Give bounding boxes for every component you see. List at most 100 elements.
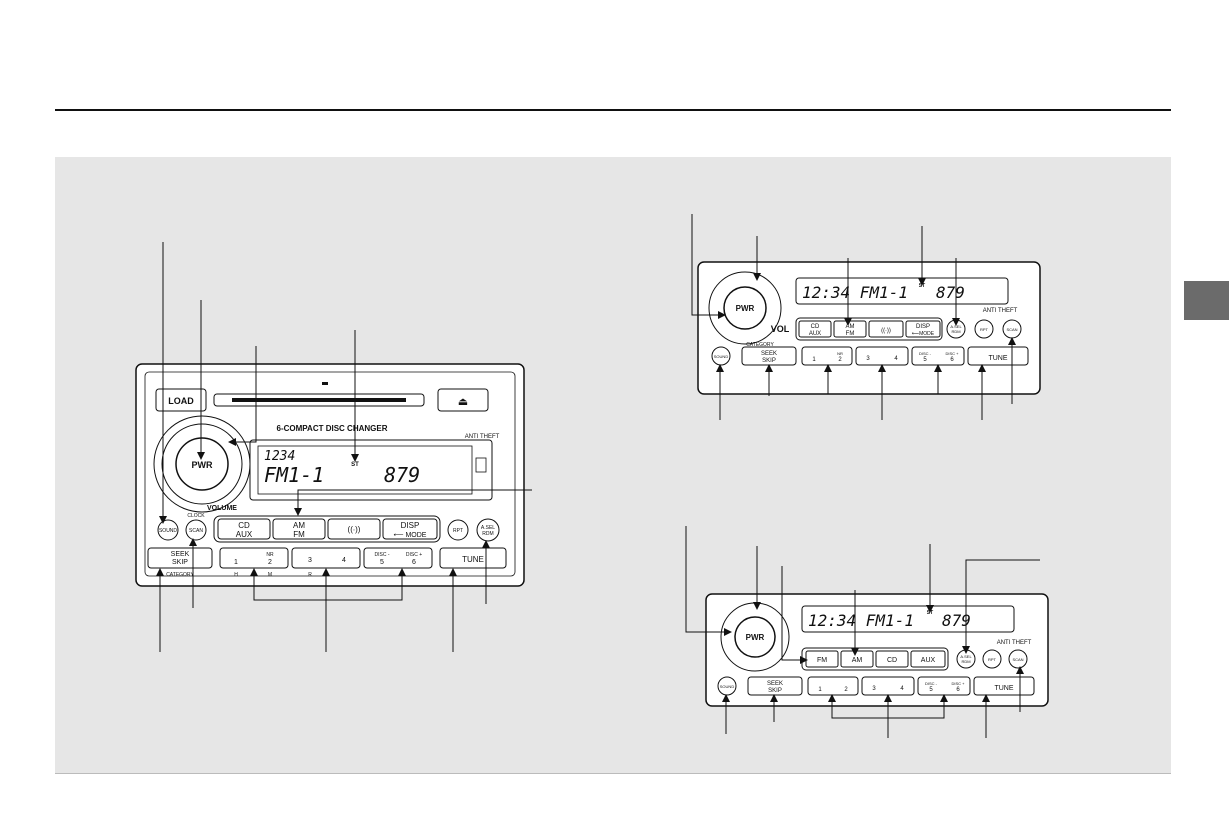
nr-label-a: NR [266,552,274,558]
radio-b-callouts [691,214,1016,420]
pwr-label-c: PWR [746,633,765,642]
st-indicator-c: ST [927,610,933,616]
vol-label-b: VOL [771,324,790,334]
seek-skip-button-a[interactable] [147,547,213,569]
cd-label-c: CD [887,657,897,664]
pwr-button-b[interactable] [723,286,767,330]
disc-slot-opening [232,398,406,402]
xm-button-a[interactable] [327,518,381,540]
load-button[interactable] [155,388,207,412]
preset-4-label-c: 4 [900,686,904,692]
rpt-button-a[interactable] [447,519,469,541]
preset-3-label-a: 3 [308,557,312,564]
slot-indicator [322,382,328,385]
preset-5-6-button-b[interactable] [911,346,965,366]
seek-label-b: SEEK [761,351,777,357]
scan-label-a: SCAN [189,528,203,534]
cd-label-b: CD [811,324,820,330]
preset-1-label-b: 1 [812,357,816,363]
skip-label-a: SKIP [172,559,188,566]
rdm-label-b: RDM [951,329,960,334]
preset-3-label-c: 3 [872,686,876,692]
display-a [257,445,473,495]
disp-mode-button-b[interactable] [905,320,941,338]
preset-3-4-button-c[interactable] [861,676,915,696]
aux-button-c[interactable] [910,650,946,668]
category-label-a: CATEGORY [166,572,194,578]
fm-label-c: FM [817,657,827,664]
rdm-label-c: RDM [961,659,970,664]
sound-label-a: SOUND [159,528,177,534]
preset-5-label-a: 5 [380,559,384,566]
preset-2-label-c: 2 [844,687,848,693]
tune-label-c: TUNE [994,685,1013,692]
asel-label-b: A.SEL [950,324,962,329]
rpt-button-b[interactable] [974,319,994,339]
tune-button-a[interactable] [439,547,507,569]
preset-5-6-button-a[interactable] [363,547,433,569]
tune-button-b[interactable] [967,346,1029,366]
preset-3-4-button-b[interactable] [855,346,909,366]
scan-label-b: SCAN [1006,327,1017,332]
xm-button-b[interactable] [868,320,904,338]
tune-button-c[interactable] [973,676,1035,696]
display-a-clock: 1234 [264,449,295,464]
preset-6-label-a: 6 [412,559,416,566]
pwr-label-a: PWR [192,460,213,470]
disc-icon-a [475,457,487,473]
sound-button-a[interactable] [157,519,179,541]
header-rule [55,109,1171,111]
anti-theft-label-c: ANTI THEFT [997,640,1032,646]
rpt-button-c[interactable] [982,649,1002,669]
xm-icon-b: ((∙)) [881,328,891,334]
radio-a-callouts [156,242,532,652]
cd-aux-button-b[interactable] [798,320,832,338]
cd-button-c[interactable] [875,650,909,668]
display-b [795,277,1009,305]
preset-5-label-c: 5 [929,687,933,693]
am-fm-button-a[interactable] [272,518,326,540]
preset-3-4-button-a[interactable] [291,547,361,569]
tune-label-a: TUNE [462,555,484,564]
am-label-a: AM [293,521,305,530]
category-label-b: CATEGORY [746,342,774,348]
sub-h-label-a: H [234,572,238,578]
rdm-label-a: RDM [482,531,493,537]
preset-2-label-b: 2 [838,357,842,363]
preset-1-2-button-b[interactable] [801,346,853,366]
preset-5-6-button-c[interactable] [917,676,971,696]
scan-label-c: SCAN [1012,657,1023,662]
mode-label-b: ⟵MODE [912,331,935,337]
preset-1-2-button-a[interactable] [219,547,289,569]
asel-label-c: A.SEL [960,654,972,659]
sub-r-label-a: R [308,572,312,578]
pwr-button-c[interactable] [734,616,776,658]
pwr-label-b: PWR [736,304,755,313]
preset-1-label-a: 1 [234,559,238,566]
preset-1-2-button-c[interactable] [807,676,859,696]
seek-label-c: SEEK [767,681,783,687]
disc-plus-label-a: DISC + [406,552,422,558]
panel-bottom-edge [55,773,1171,774]
cd-aux-button-a[interactable] [217,518,271,540]
preset-2-label-a: 2 [268,559,272,566]
seek-label-a: SEEK [171,551,190,558]
anti-theft-label-a: ANTI THEFT [465,434,500,440]
aux-label-b: AUX [809,331,821,337]
eject-button[interactable] [437,388,489,412]
display-b-text: 12:34 FM1-1 [802,283,908,302]
radio-a: LOAD ⏏ 6-COMPACT DISC CHANGER ANTI THEFT… [135,363,525,587]
cd-label-a: CD [238,521,250,530]
preset-1-label-c: 1 [818,687,822,693]
section-tab[interactable] [1184,281,1229,320]
disp-mode-button-a[interactable] [382,518,438,540]
load-label: LOAD [168,396,194,406]
disc-minus-label-c: DISC - [925,681,938,686]
st-indicator-a: ST [351,462,359,468]
display-c-text: 12:34 FM1-1 [808,611,914,630]
anti-theft-label-b: ANTI THEFT [983,308,1018,314]
pwr-button-a[interactable] [175,437,229,491]
preset-6-label-c: 6 [956,687,960,693]
radio-c-callouts [685,526,1040,738]
